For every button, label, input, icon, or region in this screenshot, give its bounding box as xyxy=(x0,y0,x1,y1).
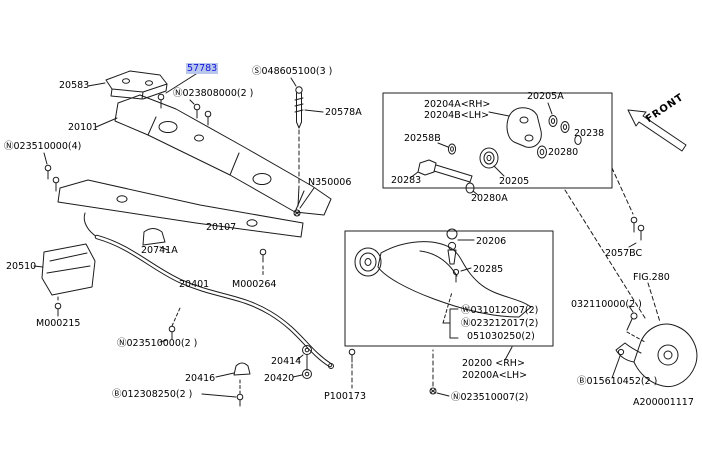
stab-link-art xyxy=(201,345,312,407)
part-label-023510007: Ⓝ023510007(2) xyxy=(451,392,529,403)
part-label-20285: 20285 xyxy=(473,264,504,275)
bolt-023510000x2-art xyxy=(159,307,181,343)
part-label-20578a: 20578A xyxy=(325,107,362,118)
part-label-023510000x2: Ⓝ023510000(2 ) xyxy=(117,338,198,349)
bolt-m000215-art xyxy=(54,296,62,317)
stab-clamp-20741a-art xyxy=(142,228,169,251)
bolt-p100173-art xyxy=(348,348,356,389)
part-label-023808000: Ⓝ023808000(2 ) xyxy=(173,88,254,99)
part-label-20741a: 20741A xyxy=(141,245,178,256)
part-label-20238: 20238 xyxy=(574,128,605,139)
part-label-20200a-lh: 20200A<LH> xyxy=(462,370,528,381)
part-label-20101: 20101 xyxy=(68,122,99,133)
support-beam-art xyxy=(57,179,304,238)
crossmember-art xyxy=(95,94,332,216)
part-label-n350006: N350006 xyxy=(308,177,352,188)
part-label-20107: 20107 xyxy=(206,222,237,233)
part-label-20204a: 20204A<RH> xyxy=(424,99,491,110)
jackup-plate-art xyxy=(33,243,96,296)
part-label-p100173: P100173 xyxy=(324,391,366,402)
part-label-fig280: FIG.280 xyxy=(633,272,670,283)
bolt-023510007-art xyxy=(429,349,450,397)
long-screw-art xyxy=(290,77,324,207)
part-label-20416: 20416 xyxy=(185,373,216,384)
part-label-048605100: Ⓢ048605100(3 ) xyxy=(252,66,333,77)
part-label-031012007: Ⓦ031012007(2) xyxy=(461,305,539,316)
part-label-20283: 20283 xyxy=(391,175,422,186)
front-arrow-icon xyxy=(627,109,687,152)
part-label-20401: 20401 xyxy=(179,279,210,290)
part-label-015610452: Ⓑ015610452(2 ) xyxy=(577,376,658,387)
part-label-012308250: Ⓑ012308250(2 ) xyxy=(112,389,193,400)
part-label-20205a: 20205A xyxy=(527,91,564,102)
part-label-023510000x4: Ⓝ023510000(4) xyxy=(4,141,82,152)
part-label-20510: 20510 xyxy=(6,261,37,272)
part-label-57783[interactable]: 57783 xyxy=(186,63,219,74)
part-label-20280a: 20280A xyxy=(471,193,508,204)
part-label-20205: 20205 xyxy=(499,176,530,187)
lower-arm-box xyxy=(344,228,554,347)
part-label-20583: 20583 xyxy=(59,80,90,91)
part-label-20204b: 20204B<LH> xyxy=(424,110,490,121)
bolt-m000264-art xyxy=(259,248,267,277)
part-label-2057bc: 2057BC xyxy=(605,248,643,259)
part-label-032110000: 032110000(2 ) xyxy=(571,299,642,310)
bracket-20583-art xyxy=(87,70,168,100)
bolt-57783-art xyxy=(157,73,197,109)
knuckle-art xyxy=(611,282,698,388)
diagram-code: A200001117 xyxy=(633,397,694,408)
bolts-023510000x4-art xyxy=(43,152,60,192)
screw-032110000-art xyxy=(626,305,646,343)
bushing-assembly-box xyxy=(382,92,613,196)
bolts-023808000-art xyxy=(189,99,212,126)
bolt-n350006-art xyxy=(293,187,315,217)
part-label-20258b: 20258B xyxy=(404,133,441,144)
bolts-2057bc-art xyxy=(628,216,645,248)
part-label-m000264: M000264 xyxy=(232,279,277,290)
part-label-20420: 20420 xyxy=(264,373,295,384)
part-label-20206: 20206 xyxy=(476,236,507,247)
part-label-m000215: M000215 xyxy=(36,318,81,329)
part-label-20200-rh: 20200 <RH> xyxy=(462,358,525,369)
part-label-20414: 20414 xyxy=(271,356,302,367)
part-label-20280: 20280 xyxy=(548,147,579,158)
part-label-051030250: 051030250(2) xyxy=(467,331,535,342)
part-label-023212017: Ⓝ023212017(2) xyxy=(461,318,539,329)
stabilizer-bar-art xyxy=(83,212,334,369)
